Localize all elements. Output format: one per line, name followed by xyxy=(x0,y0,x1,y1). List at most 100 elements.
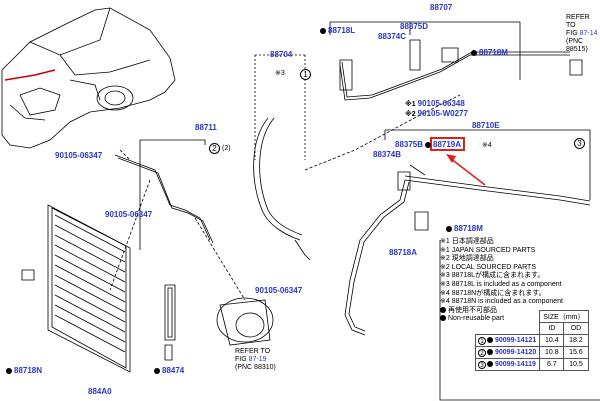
note-line: ※2 LOCAL SOURCED PARTS xyxy=(440,263,536,271)
row-circle: 1 xyxy=(478,336,486,345)
size-ref-circle-3: 3 xyxy=(574,138,585,149)
non-reusable-dot-icon xyxy=(440,315,446,322)
col-id: ID xyxy=(539,322,565,335)
part-88718L[interactable]: 88718L xyxy=(320,26,355,35)
part-label: 90105-W0277 xyxy=(417,109,468,118)
note-text: Non-reusable part xyxy=(448,315,505,323)
note-line: 再使用不可部品 xyxy=(440,306,563,316)
note-line: ※4 88718N is included as a component xyxy=(440,298,563,306)
non-reusable-dot-icon xyxy=(487,360,493,367)
part-88707[interactable]: 88707 xyxy=(430,3,453,12)
id-cell: 10.8 xyxy=(539,346,565,359)
highlight-box xyxy=(430,137,465,151)
non-reusable-dot-icon xyxy=(425,142,431,148)
ref-text: FIG xyxy=(566,30,578,37)
part-88718A[interactable]: 88718A xyxy=(389,248,418,257)
size-header: SIZE（mm） xyxy=(539,310,589,323)
vehicle-illustration xyxy=(1,7,176,149)
part-number: 90099-14119 xyxy=(495,360,536,368)
size-table-colheads: ID OD xyxy=(476,322,589,335)
refer-fig-87-14[interactable]: REFER TO FIG 87-14 (PNC 88515) xyxy=(566,14,600,54)
part-number-cell[interactable]: 1 90099-14121 xyxy=(474,334,541,347)
part-label: 88718M xyxy=(454,224,483,233)
part-number-cell[interactable]: 2 90099-14120 xyxy=(474,346,541,359)
part-884A0[interactable]: 884A0 xyxy=(88,387,112,396)
size-table-header: SIZE（mm） xyxy=(476,310,589,323)
table-row: 1 90099-14121 10.4 18.2 xyxy=(474,334,589,347)
non-reusable-dot-icon xyxy=(471,50,477,56)
condenser-drawing xyxy=(21,204,176,373)
note-line: ※1 日本調達部品 xyxy=(440,238,494,245)
note-text: 再使用不可部品 xyxy=(448,306,497,314)
size-ref-circle-1: 1 xyxy=(300,69,311,80)
note-line: ※3 88718Lが構成に含まれます。 xyxy=(440,272,545,280)
legend-notes: ※1 日本調達部品 ※1 JAPAN SOURCED PARTS ※2 現地調達… xyxy=(440,238,563,324)
non-reusable-dot-icon xyxy=(154,368,160,374)
part-88375B[interactable]: 88375B xyxy=(395,140,424,149)
non-reusable-dot-icon xyxy=(487,336,493,343)
part-88718N[interactable]: 88718N xyxy=(6,366,42,375)
note-line: ※4 88718Nが構成に含まれます。 xyxy=(440,289,546,297)
note-line: ※2 現地調達部品 xyxy=(440,255,494,263)
note-88711: (2) xyxy=(222,145,231,152)
part-label: 90105-06348 xyxy=(417,99,465,108)
part-90105-06347-c[interactable]: 90105-06347 xyxy=(255,286,303,295)
id-cell: 10.4 xyxy=(539,334,565,347)
part-88704[interactable]: 88704 xyxy=(270,50,293,59)
row-circle: 2 xyxy=(478,348,486,357)
note-line: Non-reusable part xyxy=(440,315,563,324)
part-label: 88718M xyxy=(479,48,508,57)
table-row: 3 90099-14119 6.7 10.5 xyxy=(474,358,589,371)
part-90105-W0277[interactable]: ※2 90105-W0277 xyxy=(405,109,468,118)
od-cell: 10.5 xyxy=(563,358,589,371)
compressor-drawing xyxy=(216,297,274,346)
note-line: ※3 88718L is included as a component xyxy=(440,280,562,288)
refer-fig-87-19[interactable]: REFER TO FIG 87-19 (PNC 88310) xyxy=(235,348,276,372)
part-88718M-top[interactable]: 88718M xyxy=(471,48,508,57)
non-reusable-dot-icon xyxy=(487,348,493,355)
table-row: 2 90099-14120 10.8 15.6 xyxy=(474,346,589,359)
part-label: 88718L xyxy=(328,26,356,35)
non-reusable-dot-icon xyxy=(446,226,452,232)
note-line: ※1 JAPAN SOURCED PARTS xyxy=(440,246,536,254)
ref-fig-link[interactable]: 87-19 xyxy=(248,356,267,363)
od-cell: 18.2 xyxy=(563,334,589,347)
ref-text: REFER TO xyxy=(566,14,590,29)
non-reusable-dot-icon xyxy=(6,368,12,374)
size-table: SIZE（mm） ID OD 1 90099-14121 10.4 18.2 2 9… xyxy=(474,310,589,371)
od-cell: 15.6 xyxy=(563,346,589,359)
part-90105-06347-a[interactable]: 90105-06347 xyxy=(55,151,103,160)
size-ref-circle-2: 2 xyxy=(209,143,220,154)
ref-text: REFER TO xyxy=(235,348,271,355)
part-number: 90099-14120 xyxy=(495,348,537,356)
id-cell: 6.7 xyxy=(539,358,565,371)
note-88710E: ※4 xyxy=(482,142,492,149)
non-reusable-dot-icon xyxy=(440,306,446,313)
part-88718M-mid[interactable]: 88718M xyxy=(446,224,483,233)
ref-text: (PNC 88310) xyxy=(235,364,276,371)
part-number: 90099-14121 xyxy=(495,336,537,344)
ref-fig-link[interactable]: 87-14 xyxy=(579,30,598,37)
part-label: 88719A xyxy=(433,140,462,149)
ref-text: (PNC 88515) xyxy=(566,38,588,53)
ref-text: FIG xyxy=(235,356,247,363)
part-88374B[interactable]: 88374B xyxy=(373,150,402,159)
col-od: OD xyxy=(563,322,589,335)
part-label: 88718N xyxy=(14,366,43,375)
part-88375D[interactable]: 88375D xyxy=(400,22,429,31)
part-88711[interactable]: 88711 xyxy=(195,123,217,132)
part-88710E[interactable]: 88710E xyxy=(472,121,500,130)
row-circle: 3 xyxy=(478,360,486,369)
part-90105-06347-b[interactable]: 90105-06347 xyxy=(105,210,153,219)
part-88474[interactable]: 88474 xyxy=(154,366,184,375)
non-reusable-dot-icon xyxy=(320,28,326,34)
part-88719A[interactable]: 88719A xyxy=(425,140,461,149)
highlight-arrow xyxy=(446,154,486,186)
part-90105-06348[interactable]: ※1 90105-06348 xyxy=(405,99,465,108)
part-88374C[interactable]: 88374C xyxy=(378,32,407,41)
part-label: 88474 xyxy=(162,366,185,375)
note-88704: ※3 xyxy=(275,70,285,77)
part-number-cell[interactable]: 3 90099-14119 xyxy=(474,358,541,371)
